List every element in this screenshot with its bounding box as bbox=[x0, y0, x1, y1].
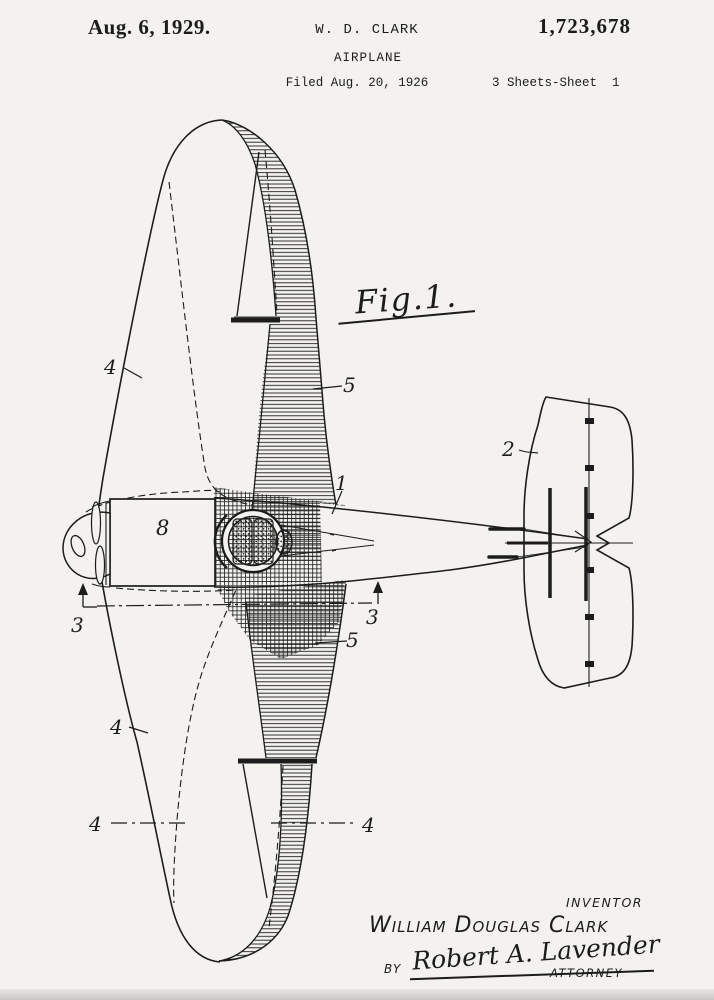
patent-number: 1,723,678 bbox=[538, 14, 631, 38]
issue-date: Aug. 6, 1929. bbox=[88, 15, 211, 39]
sheet-info: 3 Sheets-Sheet 1 bbox=[492, 76, 620, 90]
attorney-caption: ATTORNEY bbox=[550, 966, 624, 980]
fuselage-lines bbox=[213, 497, 589, 588]
lower-wing-hatched-crescent bbox=[219, 764, 312, 961]
wing-root-crosshatch-lower bbox=[216, 582, 345, 659]
leader-lines bbox=[123, 367, 539, 734]
seat-cushion-right bbox=[253, 518, 274, 565]
ref-4-mid: 4 bbox=[109, 715, 123, 739]
seat-cushion-left bbox=[232, 518, 253, 565]
ref-5-upper: 5 bbox=[343, 373, 356, 397]
nose-spinner bbox=[62, 500, 111, 588]
upper-wing-hatched-area bbox=[222, 120, 346, 560]
cockpit bbox=[213, 508, 293, 574]
figure-caption: Fig.1. bbox=[338, 276, 476, 325]
engine-compartment bbox=[109, 498, 216, 587]
headrest bbox=[275, 529, 293, 555]
inventor-caption: INVENTOR bbox=[566, 895, 643, 910]
lower-wing-leading-edge bbox=[99, 569, 221, 963]
ref-8: 8 bbox=[156, 516, 169, 540]
fuselage-body-fill bbox=[320, 503, 590, 583]
ref-1: 1 bbox=[335, 471, 348, 495]
ref-3-right: 3 bbox=[366, 605, 379, 629]
fuselage-top-edge bbox=[213, 497, 589, 540]
ref-4-lower-left: 4 bbox=[88, 812, 102, 836]
ref-3-left: 3 bbox=[71, 613, 84, 637]
ref-5-lower: 5 bbox=[346, 628, 359, 652]
ref-2: 2 bbox=[501, 437, 515, 461]
filing-date: Filed Aug. 20, 1926 bbox=[285, 76, 429, 90]
fuselage-bottom-edge bbox=[213, 544, 589, 588]
scan-edge-shadow bbox=[0, 989, 714, 1000]
invention-title: AIRPLANE bbox=[333, 51, 403, 65]
inventor-initials: W. D. CLARK bbox=[315, 22, 419, 38]
inventor-name: William Douglas Clark bbox=[369, 913, 609, 938]
hinge-brackets bbox=[585, 418, 594, 667]
ref-4-lower-right: 4 bbox=[361, 813, 375, 837]
control-horn bbox=[574, 530, 593, 553]
upper-wing-leading-edge bbox=[94, 119, 223, 544]
by-label: BY bbox=[384, 962, 402, 976]
spinner-hole bbox=[70, 534, 86, 558]
propeller-blade-upper bbox=[90, 501, 102, 545]
propeller-blade-lower bbox=[94, 545, 106, 585]
ref-4-upper: 4 bbox=[103, 355, 117, 379]
tail-outline bbox=[523, 396, 634, 689]
section-line-3-3 bbox=[78, 581, 383, 608]
reference-numerals: 4 5 1 2 8 3 3 4 4 4 5 bbox=[71, 355, 515, 837]
